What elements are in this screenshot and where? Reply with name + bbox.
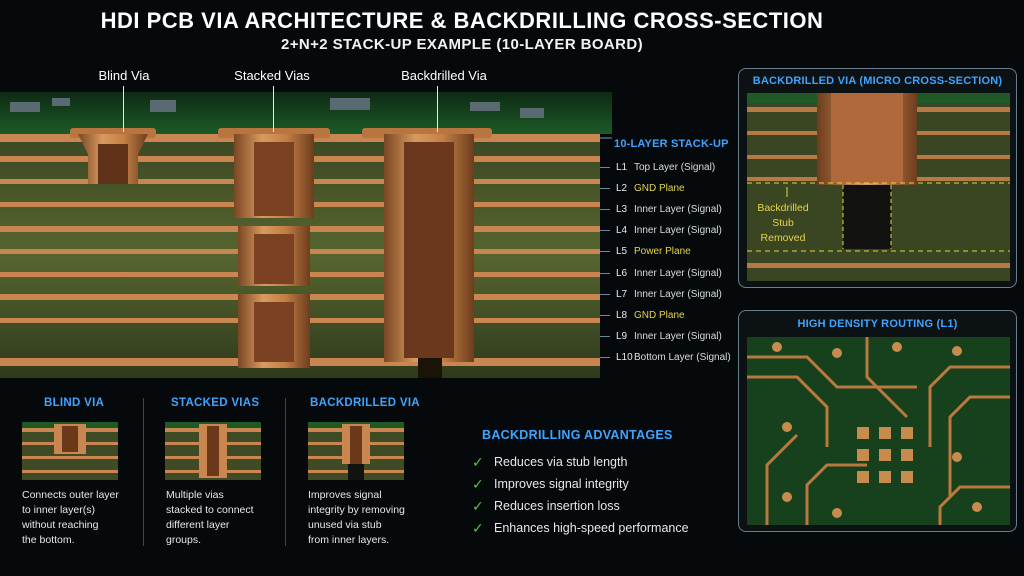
layer-tick — [600, 166, 610, 168]
layer-id: L6 — [616, 267, 628, 279]
check-icon: ✓ — [472, 497, 484, 514]
stackup-layer-8: L8 GND Plane — [600, 308, 685, 322]
blind-via-label: Blind Via — [98, 68, 150, 83]
stackup-layer-6: L6 Inner Layer (Signal) — [600, 266, 722, 280]
pcb-cross-section — [0, 92, 612, 378]
micro-cross-section-panel: BACKDRILLED VIA (MICRO CROSS-SECTION) Ba… — [738, 68, 1017, 288]
layer-tick — [600, 229, 610, 231]
blind-via-graphic — [70, 128, 156, 184]
blind-via-thumbnail — [22, 422, 118, 480]
backdrilled-via-thumbnail — [308, 422, 404, 480]
advantage-item: ✓Reduces via stub length — [472, 453, 628, 470]
blind-via-description: Connects outer layer to inner layer(s) w… — [22, 489, 119, 546]
stacked-vias-thumbnail — [165, 422, 261, 480]
layer-tick — [600, 335, 610, 337]
layer-id: L7 — [616, 288, 628, 300]
micro-panel-title: BACKDRILLED VIA (MICRO CROSS-SECTION) — [752, 75, 1003, 87]
backdrilled-via-graphic — [362, 128, 492, 378]
stackup-layer-9: L9 Inner Layer (Signal) — [600, 329, 722, 343]
layer-id: L4 — [616, 224, 628, 236]
layer-name: Inner Layer (Signal) — [634, 267, 722, 279]
layer-name: Power Plane — [634, 245, 691, 257]
advantages-title: BACKDRILLING ADVANTAGES — [482, 428, 673, 442]
layer-tick — [600, 314, 610, 316]
advantage-item: ✓Enhances high-speed performance — [472, 519, 689, 536]
stackup-layer-7: L7 Inner Layer (Signal) — [600, 287, 722, 301]
check-icon: ✓ — [472, 475, 484, 492]
stackup-layer-1: L1 Top Layer (Signal) — [600, 160, 715, 174]
stackup-layer-5: L5 Power Plane — [600, 244, 691, 258]
layer-tick — [600, 293, 610, 295]
micro-cross-section-image — [747, 93, 1010, 281]
backdrilled-via-leader — [437, 86, 438, 132]
backdrilled-via-label: Backdrilled Via — [401, 68, 487, 83]
check-icon: ✓ — [472, 453, 484, 470]
layer-id: L3 — [616, 203, 628, 215]
layer-name: Inner Layer (Signal) — [634, 224, 722, 236]
advantage-item: ✓Reduces insertion loss — [472, 497, 620, 514]
routing-panel-title: HIGH DENSITY ROUTING (L1) — [797, 318, 958, 330]
layer-id: L10 — [616, 351, 633, 363]
page-title: HDI PCB VIA ARCHITECTURE & BACKDRILLING … — [100, 8, 824, 33]
stackup-layer-2: L2 GND Plane — [600, 181, 685, 195]
layer-tick — [600, 356, 610, 358]
divider-2 — [285, 398, 286, 546]
stacked-vias-title: STACKED VIAS — [171, 397, 260, 409]
layer-name: Bottom Layer (Signal) — [634, 351, 731, 363]
routing-image — [747, 337, 1010, 525]
layer-name: Inner Layer (Signal) — [634, 330, 722, 342]
layer-id: L1 — [616, 161, 628, 173]
check-icon: ✓ — [472, 519, 484, 536]
advantage-item: ✓Improves signal integrity — [472, 475, 629, 492]
layer-name: Top Layer (Signal) — [634, 161, 716, 173]
stackup-title: 10-LAYER STACK-UP — [614, 138, 729, 150]
page-subtitle: 2+N+2 STACK-UP EXAMPLE (10-LAYER BOARD) — [280, 36, 644, 53]
blind-via-leader — [123, 86, 124, 132]
stackup-layer-4: L4 Inner Layer (Signal) — [600, 223, 722, 237]
blind-via-title: BLIND VIA — [44, 397, 105, 409]
layer-id: L5 — [616, 245, 628, 257]
routing-panel: HIGH DENSITY ROUTING (L1) — [738, 310, 1017, 532]
backdrilled-via-description: Improves signal integrity by removing un… — [308, 489, 405, 546]
layer-tick — [600, 208, 610, 210]
stackup-legend: 10-LAYER STACK-UP L1 Top Layer (Signal) L2… — [600, 138, 740, 363]
stacked-vias-label: Stacked Vias — [234, 68, 310, 83]
stub-removed-label: Backdrilled Stub Removed — [757, 202, 809, 244]
layer-id: L8 — [616, 309, 628, 321]
stacked-vias-leader — [273, 86, 274, 132]
surface-components — [10, 98, 544, 118]
layer-tick — [600, 250, 610, 252]
layer-tick — [600, 272, 610, 274]
stacked-vias-description: Multiple vias stacked to connect differe… — [166, 489, 254, 546]
layer-tick — [600, 187, 610, 189]
divider-1 — [143, 398, 144, 546]
board-surface — [0, 92, 612, 134]
stackup-layer-3: L3 Inner Layer (Signal) — [600, 202, 722, 216]
layer-name: Inner Layer (Signal) — [634, 288, 722, 300]
layer-name: GND Plane — [634, 182, 685, 194]
layer-name: Inner Layer (Signal) — [634, 203, 722, 215]
layer-name: GND Plane — [634, 309, 685, 321]
layer-id: L9 — [616, 330, 628, 342]
layer-id: L2 — [616, 182, 628, 194]
advantages-list: ✓Reduces via stub length ✓Improves signa… — [472, 451, 689, 539]
backdrilled-via-title: BACKDRILLED VIA — [310, 397, 420, 409]
stacked-vias-graphic — [218, 128, 330, 368]
